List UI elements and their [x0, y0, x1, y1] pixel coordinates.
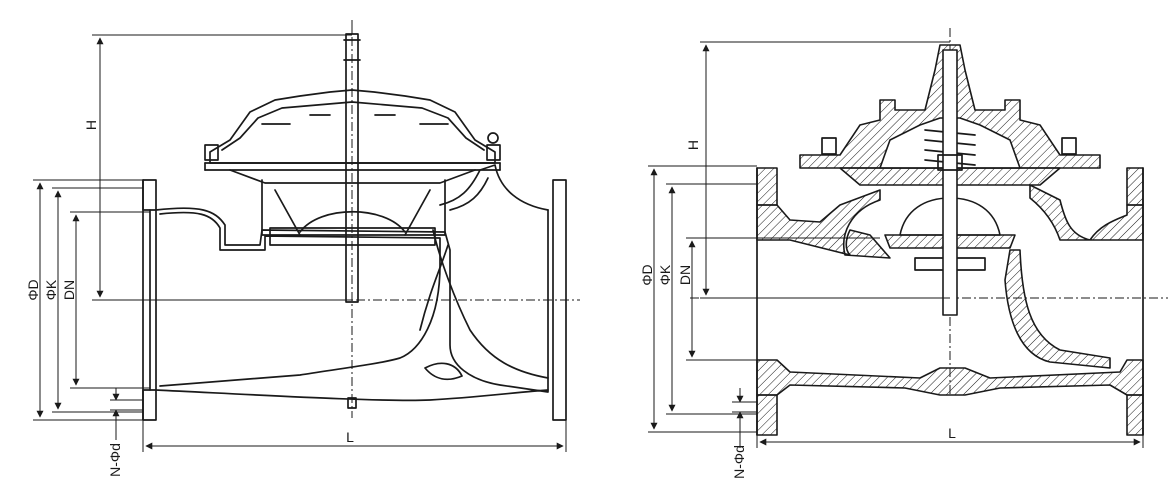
right-dimension-H: H: [685, 41, 950, 299]
left-dimensions-diameters: ΦD ΦK DN: [25, 179, 150, 421]
left-label-length: L: [346, 429, 354, 445]
right-dimensions-diameters: ΦD ΦK DN: [639, 165, 880, 433]
left-label-bolt-circle: ΦK: [43, 279, 59, 300]
right-body-partition: [1004, 249, 1111, 369]
right-valve-drawing: H ΦD ΦK DN N-Φd: [639, 28, 1168, 479]
right-label-bolt-circle: ΦK: [657, 264, 673, 285]
left-stem: [343, 20, 361, 409]
left-label-flange-od: ΦD: [25, 279, 41, 300]
left-dimension-bolt-holes: N-Φd: [107, 388, 143, 477]
left-dimension-L: L: [142, 420, 567, 452]
left-label-bolt-holes: N-Φd: [107, 443, 123, 477]
right-dimension-L: L: [756, 425, 1144, 448]
right-label-height: H: [685, 140, 701, 150]
right-body-top-right: [1029, 184, 1144, 241]
right-label-nominal: DN: [677, 265, 693, 285]
right-stem: [937, 49, 963, 316]
right-label-bolt-holes: N-Φd: [731, 445, 747, 479]
right-dimension-bolt-holes: N-Φd: [731, 388, 757, 479]
right-body-bottom: [756, 359, 1144, 396]
left-label-height: H: [83, 120, 99, 130]
left-label-nominal: DN: [61, 280, 77, 300]
left-dimension-H: H: [83, 34, 352, 301]
left-valve-drawing: H ΦD ΦK DN N-Φd: [25, 20, 580, 477]
right-label-flange-od: ΦD: [639, 264, 655, 285]
right-body-top-left: [756, 189, 891, 259]
left-valve-body: [155, 207, 549, 402]
left-bonnet: [204, 89, 501, 246]
right-label-length: L: [948, 425, 956, 441]
